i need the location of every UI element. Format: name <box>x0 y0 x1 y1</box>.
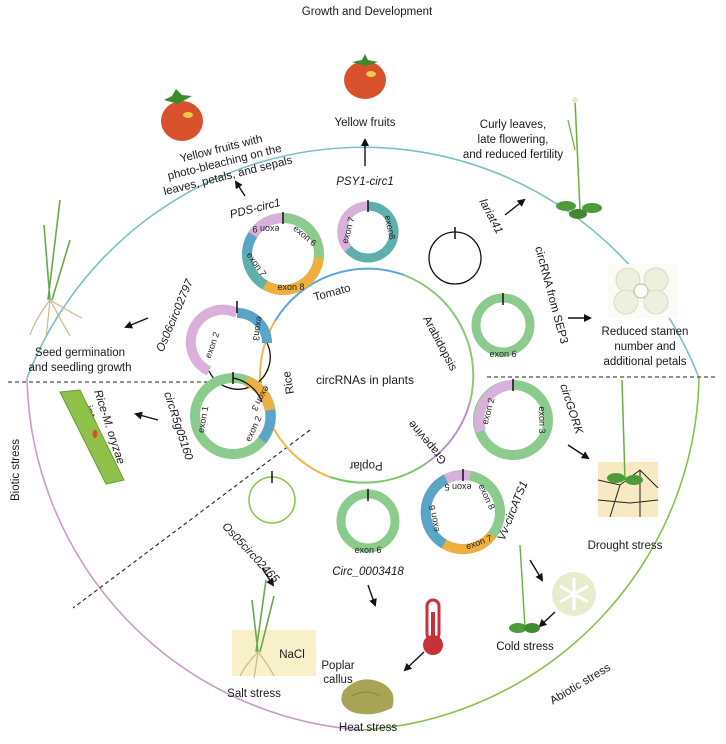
svg-text:additional petals: additional petals <box>603 356 686 368</box>
exon-label: exon 5 <box>444 482 471 492</box>
species-rice: Rice <box>281 370 297 395</box>
species-arabidopsis: Arabidopsis <box>420 314 459 373</box>
species-ring <box>259 267 475 484</box>
name-lariat: lariat41 <box>476 197 504 236</box>
pheno-cold: Cold stress <box>496 641 554 653</box>
outer-ring <box>26 146 700 731</box>
circ-os05 <box>248 471 296 524</box>
tomato-pds-icon <box>161 89 203 141</box>
thermometer-icon <box>423 598 443 655</box>
tomato-yellow-icon <box>344 54 386 99</box>
svg-text:callus: callus <box>323 674 353 686</box>
label-growth: Growth and Development <box>302 6 433 18</box>
svg-text:and seedling growth: and seedling growth <box>29 362 132 374</box>
svg-text:and reduced fertility: and reduced fertility <box>463 149 564 161</box>
pheno-heat: Heat stress <box>339 722 397 734</box>
name-0003418: Circ_0003418 <box>332 566 404 578</box>
arabidopsis-curly-icon <box>556 97 602 219</box>
name-os05: Os05circ02465 <box>219 521 281 586</box>
pheno-poplar: Poplar callus <box>321 660 354 686</box>
salt-stress-icon: NaCl <box>232 579 316 679</box>
species-poplar: Poplar <box>349 459 382 471</box>
pheno-yellow-fruits: Yellow fruits <box>335 117 396 129</box>
nacl-label: NaCl <box>279 649 305 661</box>
arrows <box>124 138 592 672</box>
svg-text:late flowering,: late flowering, <box>478 134 549 146</box>
rice-leaf-icon <box>59 389 125 485</box>
callus-icon <box>341 679 394 715</box>
name-sep3: circRNA from SEP3 <box>532 245 570 345</box>
svg-text:number and: number and <box>614 341 675 353</box>
center-title: circRNAs in plants <box>316 373 414 387</box>
circ-0003418: exon 6 <box>336 489 400 555</box>
exon-label: exon 8 <box>277 282 304 292</box>
exon-label: exon 6 <box>489 349 516 359</box>
circ-os06: exon 2 exon3 <box>185 301 272 390</box>
svg-text:Seed germination: Seed germination <box>35 347 125 359</box>
label-biotic: Biotic stress <box>10 439 22 501</box>
pheno-salt: Salt stress <box>227 688 281 700</box>
exon-label: exon 9 <box>252 224 279 234</box>
snowflake-icon <box>552 572 596 616</box>
svg-text:Poplar: Poplar <box>321 660 354 672</box>
drought-icon <box>597 379 659 518</box>
circ-sep3: exon 6 <box>471 293 535 359</box>
name-r5g: circR5g05160 <box>161 390 195 462</box>
svg-text:Curly leaves,: Curly leaves, <box>480 119 546 131</box>
circ-lariat <box>428 227 482 285</box>
exon-label: exon 3 <box>537 406 547 433</box>
exon-label: exon8 <box>382 214 397 240</box>
separator-diag <box>72 429 311 609</box>
species-grapevine: Grapevine <box>406 418 449 466</box>
exon-label: exon 6 <box>354 545 381 555</box>
circ-gork: exon 2 exon 3 <box>473 379 553 460</box>
exon-label: exon3 <box>251 316 265 342</box>
name-psy1: PSY1-circ1 <box>336 176 394 188</box>
name-gork: circGORK <box>557 383 585 437</box>
exon-label: exon 2 <box>203 331 222 360</box>
pheno-seed: Seed germination and seedling growth <box>29 347 132 374</box>
flower-icon <box>608 264 678 318</box>
svg-text:Reduced stamen: Reduced stamen <box>602 326 689 338</box>
pheno-pds: Yellow fruits with photo-bleaching on th… <box>162 133 294 198</box>
rice-seedling-icon <box>29 199 83 339</box>
pheno-curly: Curly leaves, late flowering, and reduce… <box>463 119 564 161</box>
circ-r5g: exon 1 exon 2 exon 3 <box>190 372 276 459</box>
label-abiotic: Abiotic stress <box>548 662 613 708</box>
circ-ats1: exon 8 exon 7 exon 6 exon 5 <box>420 469 505 555</box>
circ-psy1: exon 7 exon8 <box>337 200 399 263</box>
exon-label: exon 6 <box>427 504 442 532</box>
species-tomato: Tomato <box>312 282 352 303</box>
cold-plant-icon <box>509 544 540 633</box>
exon-label: exon 1 <box>196 405 211 433</box>
circ-pds: exon 6 exon 9 exon 7 exon 8 <box>242 212 324 295</box>
pheno-stamen: Reduced stamen number and additional pet… <box>602 326 689 368</box>
pheno-drought: Drought stress <box>588 540 663 552</box>
